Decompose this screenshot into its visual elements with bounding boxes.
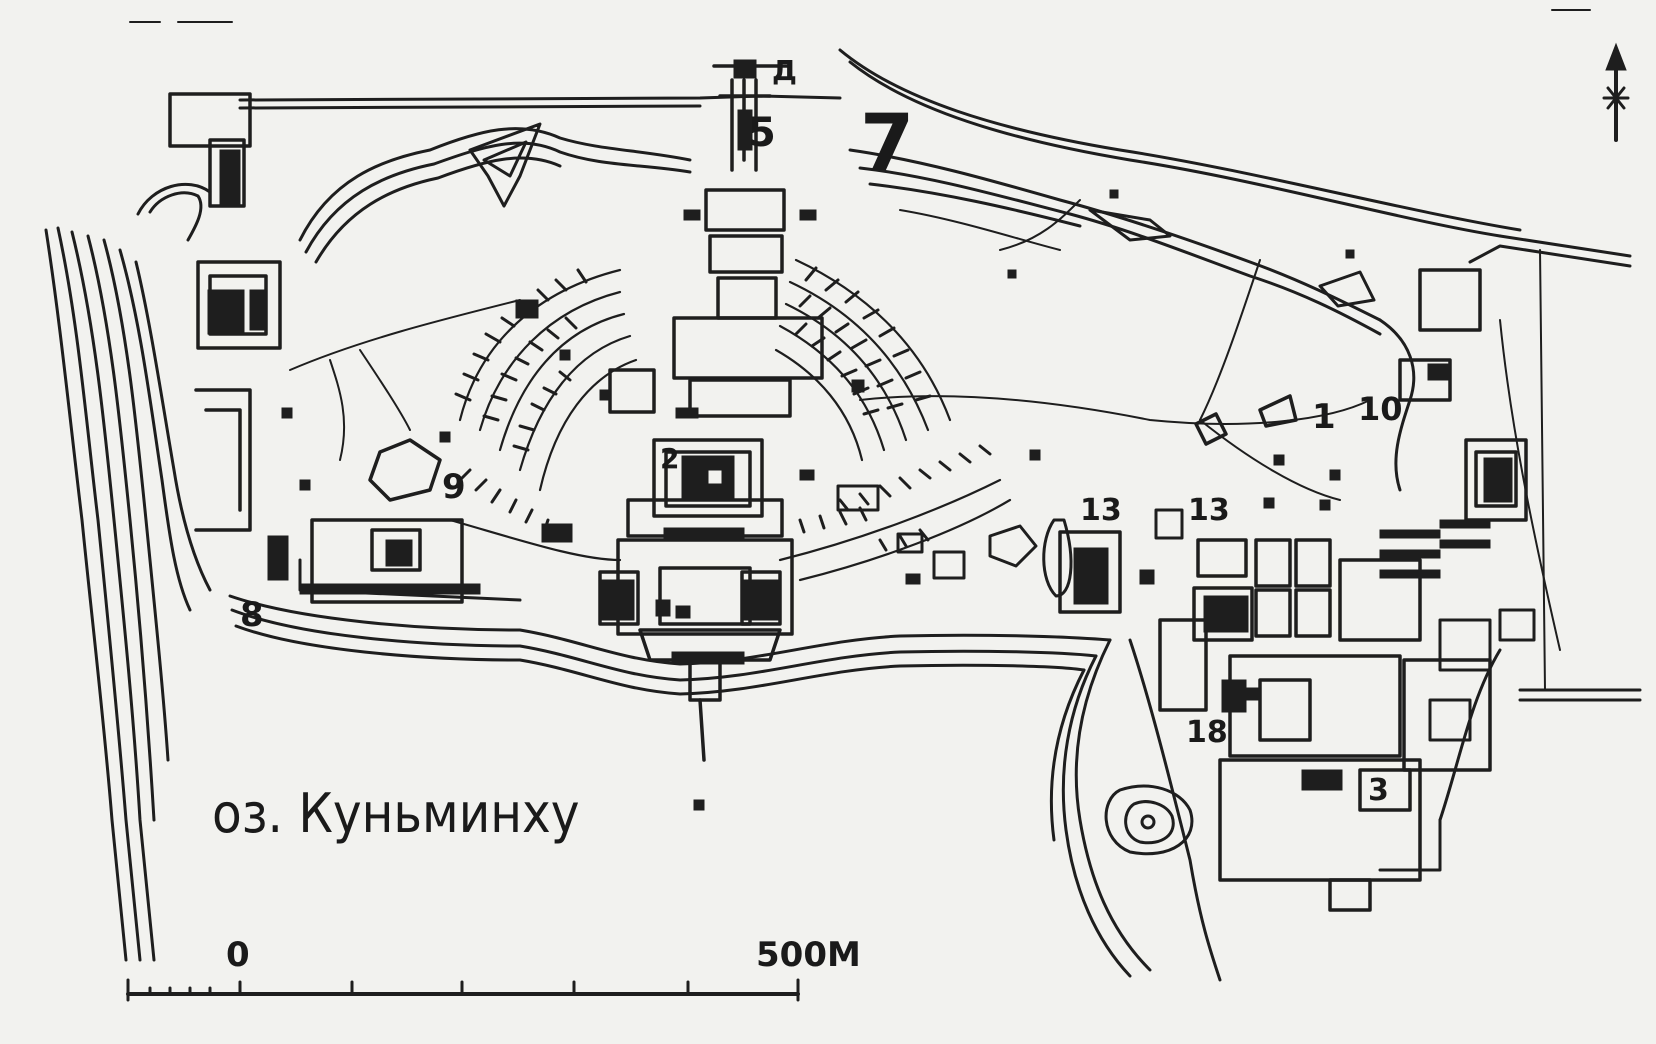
- gate-label: Д: [772, 54, 797, 87]
- east-palace-complex: [1058, 268, 1528, 912]
- east-palace-fills: [1073, 363, 1513, 791]
- east-service-buildings: [1378, 608, 1642, 872]
- scale-bar: 0 500М: [126, 935, 861, 1002]
- hill-hatch-ticks: [454, 266, 992, 552]
- park-small-buildings: [836, 484, 1184, 598]
- south-embankment: [228, 558, 1222, 982]
- west-shoreline: [44, 182, 212, 962]
- site-label-13-a: 13: [1080, 493, 1122, 528]
- park-paths: [289, 199, 1561, 691]
- page-corner-marks: [129, 9, 1591, 23]
- site-label-9: 9: [442, 467, 466, 507]
- site-label-10: 10: [1358, 390, 1403, 428]
- scale-end-label: 500М: [756, 935, 861, 975]
- site-label-2: 2: [660, 442, 679, 475]
- site-label-7: 7: [860, 99, 914, 189]
- site-label-5: 5: [748, 110, 776, 156]
- lake-label: оз. Куньминху: [212, 782, 580, 845]
- back-lake: [298, 122, 1416, 492]
- site-label-1: 1: [1312, 397, 1336, 437]
- scale-bar-ticks: [126, 978, 800, 1002]
- north-arrow-icon: [1602, 42, 1630, 142]
- site-label-3: 3: [1368, 773, 1389, 808]
- site-label-8: 8: [240, 595, 264, 635]
- park-small-dots: [281, 189, 1355, 811]
- site-label-13-b: 13: [1188, 493, 1230, 528]
- site-number-labels: 1 2 3 5 7 8 9 10 13 13 18: [240, 99, 1403, 808]
- scale-zero-label: 0: [226, 935, 250, 975]
- southeast-pond: [1104, 784, 1194, 856]
- site-label-18: 18: [1186, 715, 1228, 750]
